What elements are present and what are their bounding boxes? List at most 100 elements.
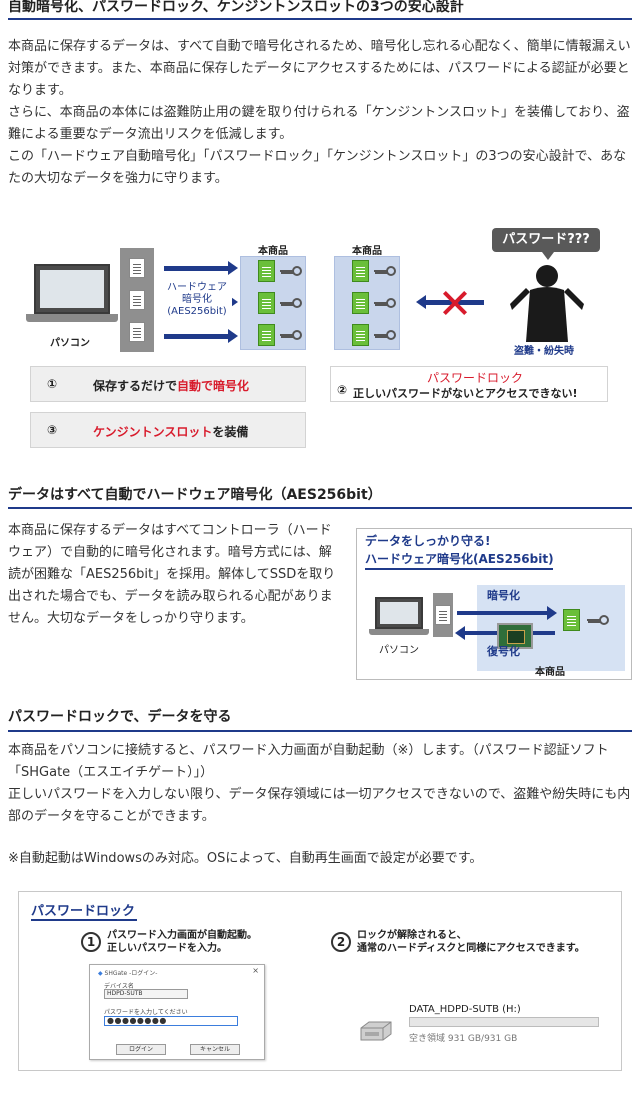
security-diagram: パソコン ハードウェア 暗号化 (AES256bit) 本商品 本商品 パスワー… (22, 208, 620, 458)
drive-free-space: 空き領域 931 GB/931 GB (409, 1034, 518, 1044)
section-title-security: 自動暗号化、パスワードロック、ケンジントンスロットの3つの安心設計 (8, 0, 464, 15)
encrypt-arrow (164, 261, 238, 275)
section1-body: 本商品に保存するデータは、すべて自動で暗号化されるため、暗号化し忘れる心配なく、… (8, 36, 632, 190)
device-name-label: デバイス名 (104, 983, 134, 990)
section1-paragraph-2: さらに、本商品の本体には盗難防止用の鍵を取り付けられる「ケンジントンスロット」を… (8, 105, 630, 142)
section3-body: 本商品をパソコンに接続すると、パスワード入力画面が自動起動（※）します。（パスワ… (8, 740, 632, 828)
step-number-2: 2 (331, 932, 351, 952)
cancel-button[interactable]: キャンセル (190, 1044, 240, 1055)
blocked-x-icon (442, 290, 468, 316)
drive-name[interactable]: DATA_HDPD-SUTB (H:) (409, 1004, 521, 1015)
password-bubble: パスワード??? (492, 228, 600, 260)
section3-note: ※自動起動はWindowsのみ対応。OSによって、自動再生画面で設定が必要です。 (8, 851, 483, 866)
encrypt-label-line-3: (AES256bit) (167, 306, 227, 317)
document-icon (435, 605, 451, 625)
dialog-title-text: SHGate -ログイン- (104, 970, 158, 977)
step-number-1: 1 (81, 932, 101, 952)
feature-box-encryption: ① 保存するだけで自動で暗号化 (30, 366, 306, 402)
feature-text-3-post: を装備 (212, 425, 249, 439)
diagram2-title-2: ハードウェア暗号化(AES256bit) (365, 552, 554, 566)
encrypted-document-icon (352, 292, 369, 314)
step1-line-2: 正しいパスワードを入力。 (107, 943, 227, 954)
step2-text: ロックが解除されると、 通常のハードディスクと同様にアクセスできます。 (357, 929, 585, 955)
theft-label: 盗難・紛失時 (514, 346, 574, 357)
product-label: 本商品 (352, 246, 382, 257)
encrypted-document-icon (352, 260, 369, 282)
feature-text-1: 保存するだけで自動で暗号化 (93, 377, 249, 394)
drive-usage-bar (409, 1017, 599, 1027)
laptop-base (26, 314, 118, 322)
pc-label: パソコン (50, 338, 90, 349)
login-dialog: ◆ SHGate -ログイン- × デバイス名 HDPD-SUTB パスワードを… (89, 964, 265, 1060)
password-label: パスワードを入力してください (104, 1009, 188, 1016)
encrypt-arrow (164, 329, 238, 343)
laptop-icon (34, 264, 110, 314)
section2-body: 本商品に保存するデータはすべてコントローラ（ハードウェア）で自動的に暗号化されま… (8, 523, 336, 626)
encrypted-document-icon (258, 260, 275, 282)
laptop-icon (375, 597, 423, 629)
encryption-diagram: データをしっかり守る! ハードウェア暗号化(AES256bit) パソコン 暗号… (356, 528, 632, 680)
diagram2-title-1: データをしっかり守る! (365, 534, 491, 548)
encrypt-label-line-2: 暗号化 (182, 294, 212, 305)
shgate-diamond-icon: ◆ (98, 970, 105, 977)
step1-line-1: パスワード入力画面が自動起動。 (107, 930, 257, 941)
diagram2-underline (365, 568, 553, 570)
login-button[interactable]: ログイン (116, 1044, 166, 1055)
feature-number-3: ③ (47, 423, 58, 437)
section-rule (8, 507, 632, 509)
key-icon (280, 329, 302, 341)
section-title-hardware-encryption: データはすべて自動でハードウェア暗号化（AES256bit） (8, 487, 382, 503)
password-lock-panel: パスワードロック 1 パスワード入力画面が自動起動。 正しいパスワードを入力。 … (18, 891, 622, 1071)
document-icon (129, 290, 145, 310)
dialog-title: ◆ SHGate -ログイン- (98, 968, 157, 977)
device-name-field: HDPD-SUTB (104, 989, 188, 999)
feature-text-3-red: ケンジントンスロット (93, 425, 213, 439)
encrypted-document-icon (258, 324, 275, 346)
encrypted-document-icon (258, 292, 275, 314)
feature-number-2: ② (337, 383, 348, 397)
section1-paragraph-1: 本商品に保存するデータは、すべて自動で暗号化されるため、暗号化し忘れる心配なく、… (8, 39, 631, 98)
encrypted-document-icon (352, 324, 369, 346)
section3-paragraph-2: 正しいパスワードを入力しない限り、データ保存領域には一切アクセスできないので、盗… (8, 787, 631, 824)
feature-box-kensington: ③ ケンジントンスロットを装備 (30, 412, 306, 448)
document-icon (129, 258, 145, 278)
section1-paragraph-3: この「ハードウェア自動暗号化」「パスワードロック」「ケンジントンスロット」の3つ… (8, 149, 627, 186)
pc-label: パソコン (379, 645, 419, 656)
hard-drive-icon (360, 1021, 392, 1041)
feature-box-password: ② パスワードロック 正しいパスワードがないとアクセスできない! (330, 366, 608, 402)
controller-chip-icon (497, 623, 533, 649)
password-input[interactable]: ●●●●●●●● (104, 1016, 238, 1026)
section-title-password-lock: パスワードロックで、データを守る (8, 709, 232, 725)
key-icon (374, 297, 396, 309)
key-icon (280, 297, 302, 309)
key-icon (587, 614, 609, 626)
laptop-base (369, 629, 429, 635)
section-rule (8, 730, 632, 732)
panel-title-underline (31, 919, 137, 921)
product-label: 本商品 (258, 246, 288, 257)
encrypted-document-icon (563, 609, 580, 631)
encrypt-arrow (457, 606, 557, 620)
feature-text-1-red: 自動で暗号化 (177, 379, 250, 393)
feature-text-3: ケンジントンスロットを装備 (93, 423, 248, 440)
step1-text: パスワード入力画面が自動起動。 正しいパスワードを入力。 (107, 929, 257, 955)
feature-text-1-pre: 保存するだけで (93, 379, 178, 393)
key-icon (374, 329, 396, 341)
panel-title: パスワードロック (31, 904, 136, 919)
dialog-close-icon[interactable]: × (252, 966, 259, 975)
section-rule (8, 18, 632, 20)
section3-paragraph-1: 本商品をパソコンに接続すると、パスワード入力画面が自動起動（※）します。（パスワ… (8, 743, 609, 780)
feature-number-1: ① (47, 377, 58, 391)
product-label: 本商品 (535, 667, 565, 678)
feature-text-2-red: パスワードロック (427, 371, 524, 385)
key-icon (374, 265, 396, 277)
key-icon (280, 265, 302, 277)
step2-line-1: ロックが解除されると、 (357, 930, 467, 941)
step2-line-2: 通常のハードディスクと同様にアクセスできます。 (357, 943, 585, 954)
confused-person-icon (510, 265, 584, 342)
encrypt-label-line-1: ハードウェア (167, 282, 227, 293)
feature-text-2: 正しいパスワードがないとアクセスできない! (353, 387, 578, 400)
document-icon (129, 322, 145, 342)
encrypt-label: ハードウェア 暗号化 (AES256bit) (162, 282, 232, 318)
encrypt-label: 暗号化 (487, 589, 520, 602)
